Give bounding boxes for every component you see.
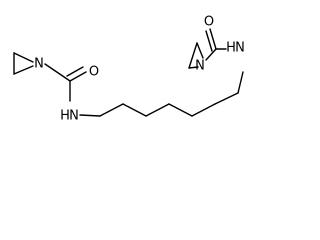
- bond-carbonyl-right-aziridine: [205, 48, 217, 61]
- chain-bond-5: [168, 103, 193, 117]
- carbonyl-left-double-bond-a: [69, 71, 87, 82]
- chemical-structure-diagram: N O N H O N H N: [13, 15, 245, 124]
- carbonyl-left-double-bond-b: [66, 66, 84, 77]
- aziridine-left-bond-c-n-top: [13, 52, 34, 63]
- chain-bond-8: [237, 71, 244, 94]
- atom-n-aziridine-left: N: [34, 57, 44, 72]
- aziridine-right-bond-c-n-top: [196, 42, 204, 59]
- atom-o-carbonyl-right: O: [204, 15, 214, 30]
- aziridine-left-bond-c-n-bottom: [13, 65, 34, 75]
- chain-bond-1: [79, 114, 101, 117]
- chain-bond-7: [214, 92, 239, 105]
- chain-bond-3: [122, 103, 147, 117]
- chain-bond-4: [145, 103, 170, 117]
- atom-n-amide-left: N: [69, 109, 79, 124]
- chain-bond-2: [99, 103, 124, 117]
- atom-n-amide-right: N: [235, 41, 245, 56]
- atom-n-aziridine-right: N: [195, 59, 205, 74]
- atom-h-amide-left: H: [60, 109, 70, 124]
- carbonyl-right-double-bond-a: [209, 28, 217, 50]
- atom-o-carbonyl-left: O: [89, 65, 99, 80]
- bond-n-carbonyl-left: [44, 63, 71, 82]
- aziridine-right-bond-c-c: [188, 42, 198, 69]
- aziridine-right-bond-c-n-bottom: [188, 66, 199, 69]
- chain-bond-6: [191, 103, 216, 117]
- atom-h-amide-right: H: [226, 41, 236, 56]
- carbonyl-right-double-bond-b: [205, 30, 213, 52]
